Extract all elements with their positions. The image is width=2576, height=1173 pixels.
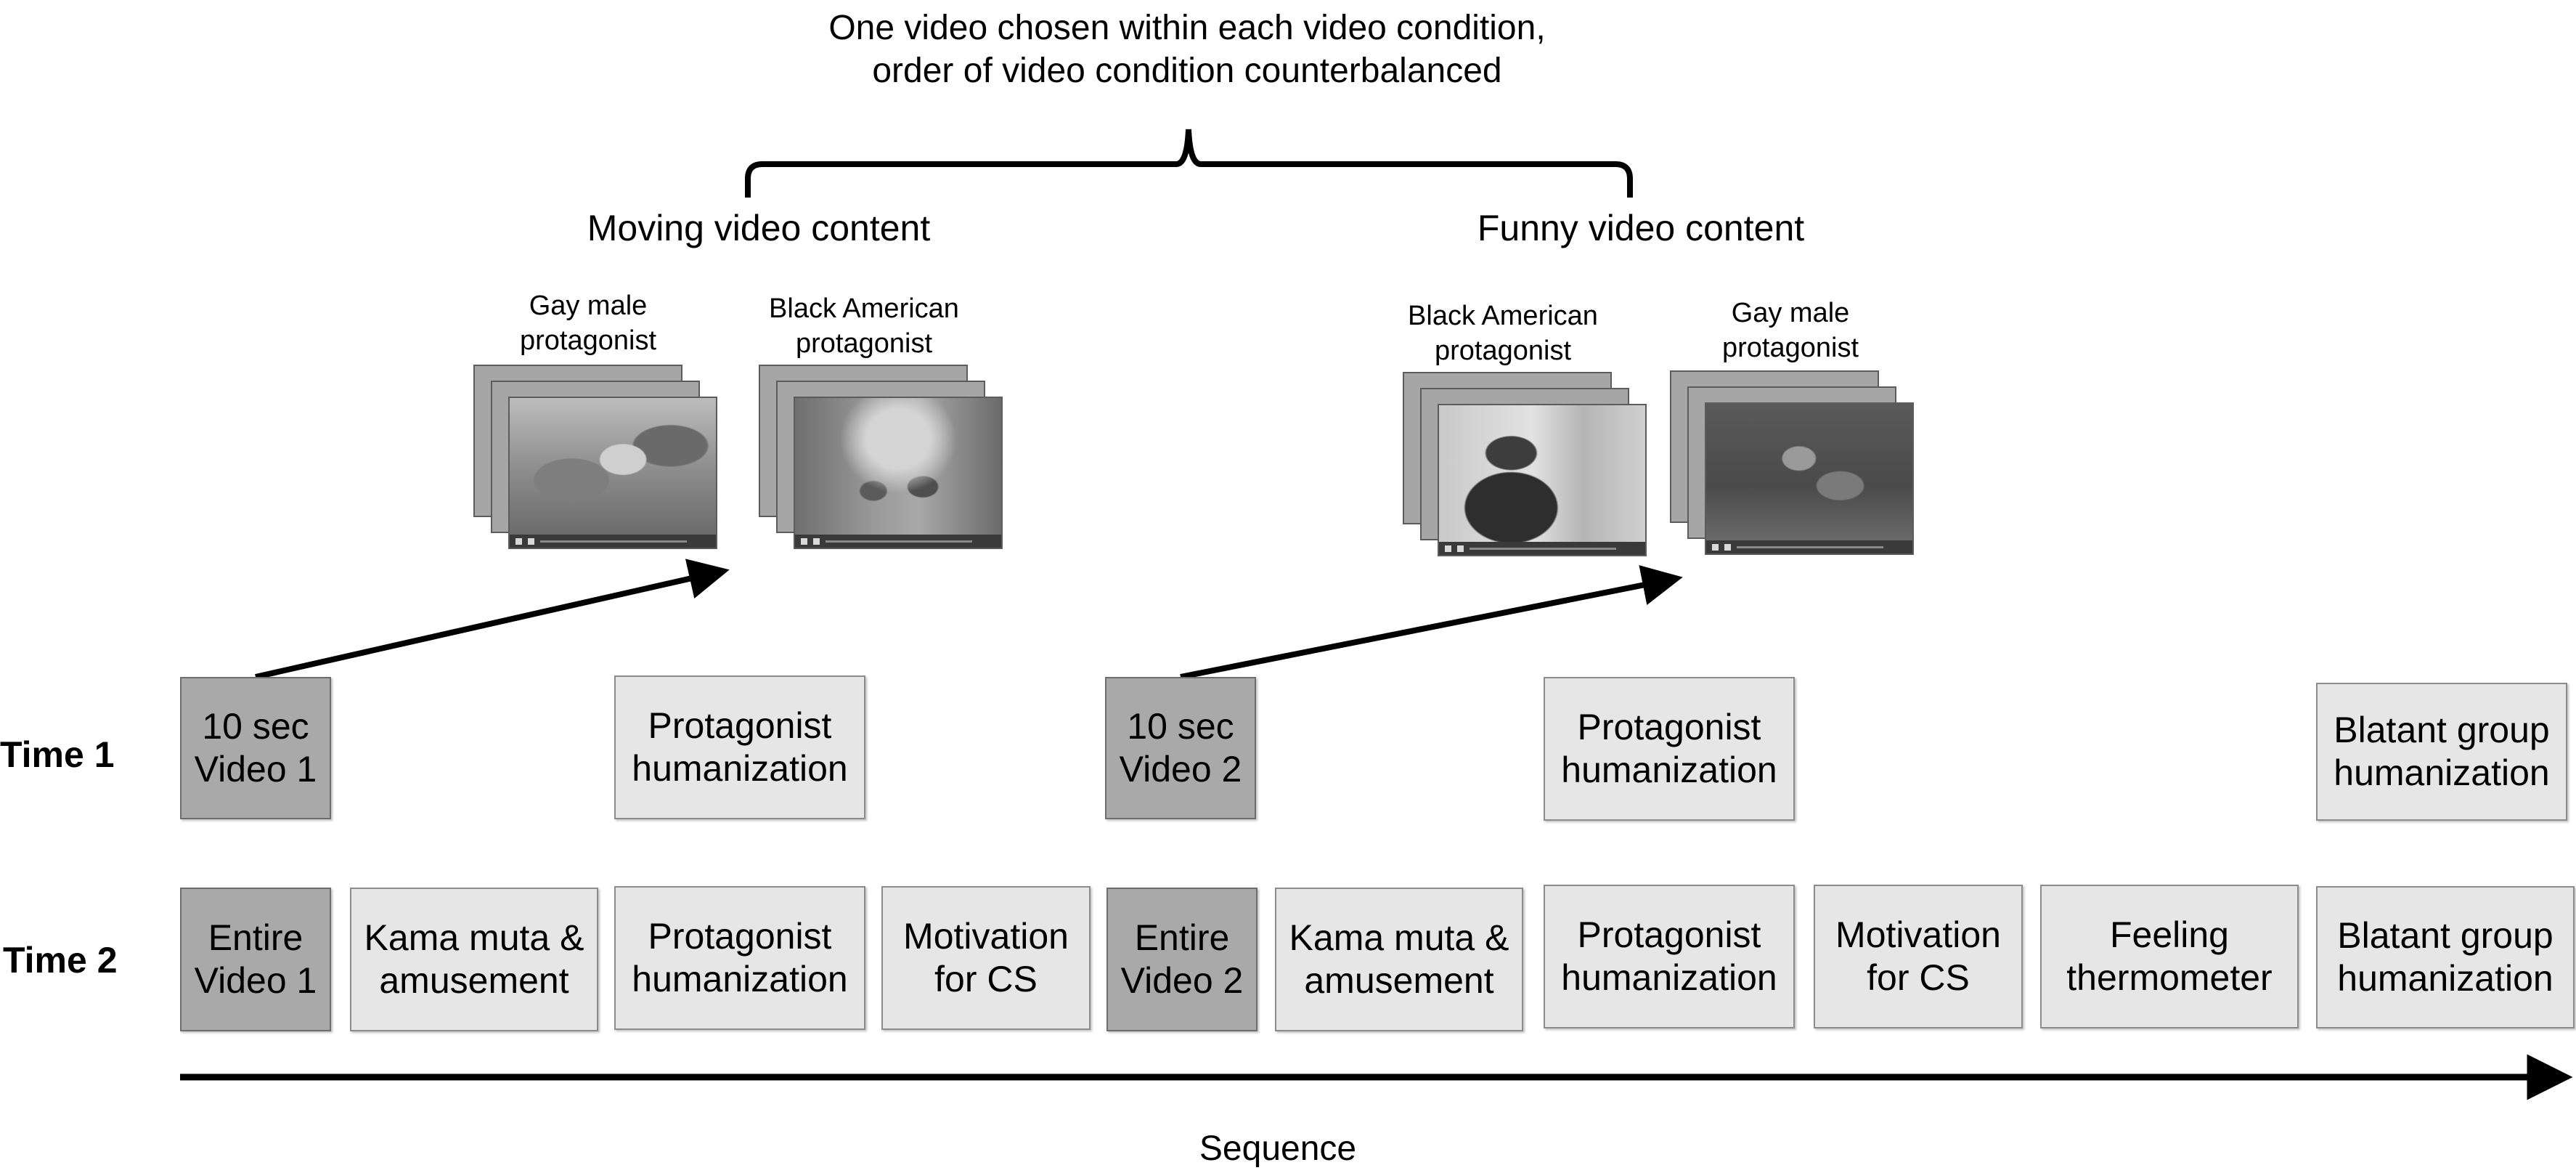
moving-gay-male-label: Gay male protagonist xyxy=(519,291,656,356)
time1-blatant-group-humanization: Blatant group humanization xyxy=(2316,683,2567,821)
funny-gay-male-video-thumbnails xyxy=(1670,370,1917,555)
video2-arrow xyxy=(1180,565,1683,680)
time2-feeling-thermometer: Feeling thermometer xyxy=(2040,885,2299,1028)
curly-brace xyxy=(745,129,1633,198)
time2-blatant-group-humanization: Blatant group humanization xyxy=(2316,886,2575,1028)
time2-protagonist-humanization-1: Protagonist humanization xyxy=(614,886,865,1030)
time1-label: Time 1 xyxy=(0,734,115,775)
moving-gay-male-video-thumbnails xyxy=(473,365,720,549)
time2-entire-video2: Entire Video 2 xyxy=(1106,888,1258,1031)
time2-kama-muta-amusement-1: Kama muta & amusement xyxy=(350,888,598,1031)
time2-protagonist-humanization-2: Protagonist humanization xyxy=(1544,885,1795,1028)
design-caption: One video chosen within each video condi… xyxy=(828,9,1546,90)
funny-black-american-label: Black American protagonist xyxy=(1408,301,1598,366)
video1-arrow xyxy=(255,559,730,680)
funny-black-american-video-thumbnails xyxy=(1403,372,1650,556)
moving-black-american-label: Black American protagonist xyxy=(769,293,959,359)
time1-10sec-video2: 10 sec Video 2 xyxy=(1105,677,1256,819)
time2-label: Time 2 xyxy=(3,940,118,981)
time1-protagonist-humanization-1: Protagonist humanization xyxy=(614,675,865,819)
sequence-axis-label: Sequence xyxy=(1199,1129,1357,1168)
funny-condition-title: Funny video content xyxy=(1477,208,1805,248)
time2-motivation-for-cs-2: Motivation for CS xyxy=(1814,885,2023,1028)
time1-10sec-video1: 10 sec Video 1 xyxy=(180,677,331,819)
time2-kama-muta-amusement-2: Kama muta & amusement xyxy=(1275,888,1523,1031)
time1-protagonist-humanization-2: Protagonist humanization xyxy=(1544,677,1795,821)
funny-gay-male-label: Gay male protagonist xyxy=(1721,298,1859,363)
time2-entire-video1: Entire Video 1 xyxy=(180,888,331,1031)
moving-condition-title: Moving video content xyxy=(587,208,931,248)
moving-black-american-video-thumbnails xyxy=(759,365,1006,549)
time2-motivation-for-cs-1: Motivation for CS xyxy=(881,886,1091,1030)
